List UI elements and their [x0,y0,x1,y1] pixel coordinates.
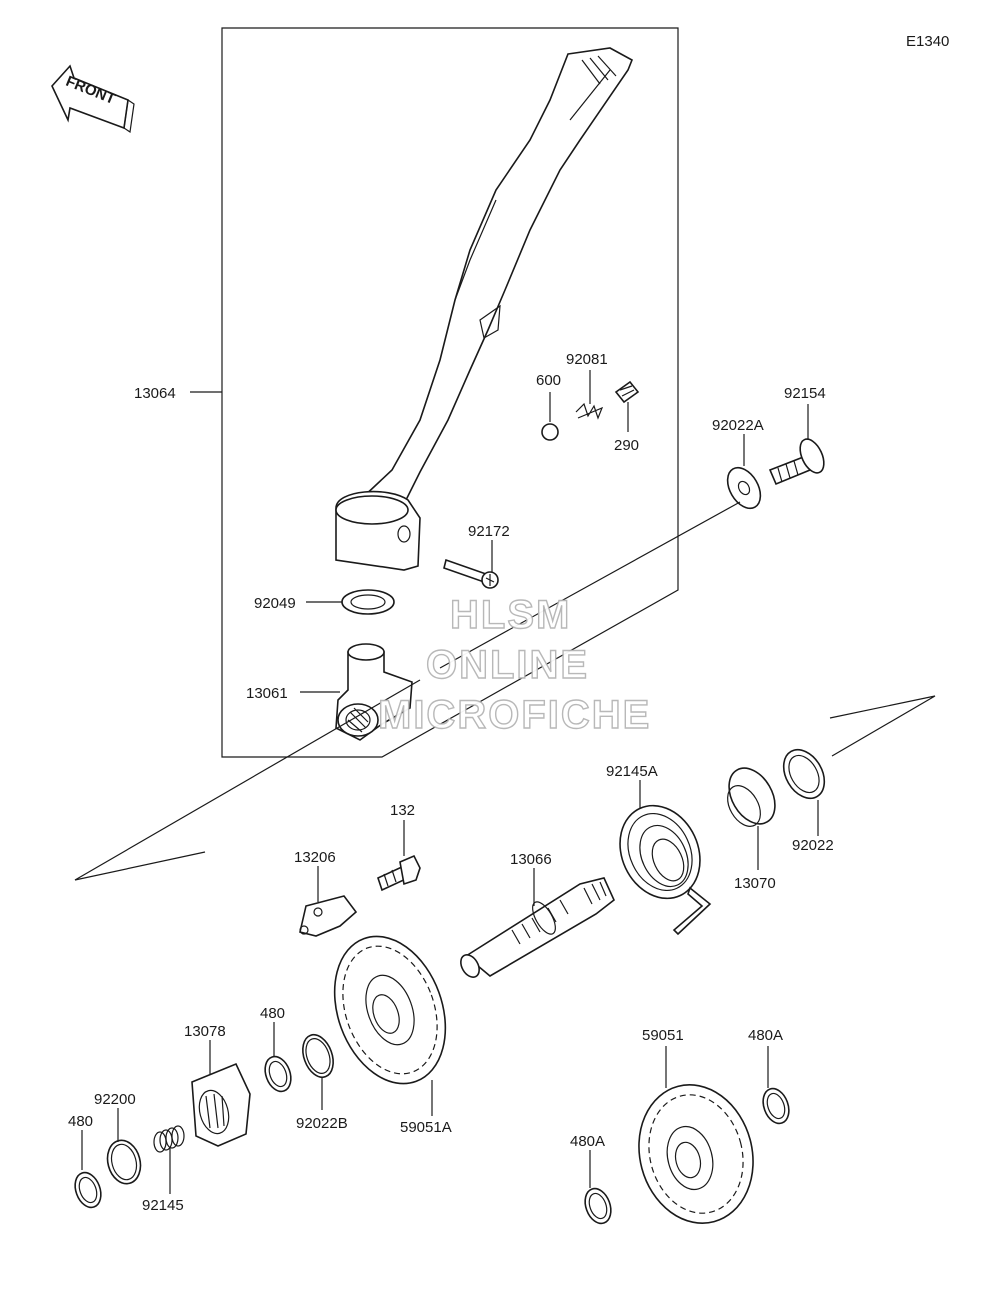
label-92081: 92081 [566,351,608,368]
diagram-code: E1340 [906,33,949,50]
label-600: 600 [536,372,561,389]
washer-92022A [726,466,762,510]
guide-plate-13206 [299,895,358,937]
label-92145A: 92145A [606,763,658,780]
cap-290 [614,380,640,404]
label-13206: 13206 [294,849,336,866]
gear-59051 [638,1084,754,1224]
kick-shaft-13066 [460,877,615,978]
front-arrow-icon: FRONT [51,64,135,134]
kick-spring-92145A [619,804,712,936]
bolt-92154 [768,438,825,486]
label-132: 132 [390,802,415,819]
label-92022B: 92022B [296,1115,348,1132]
label-13078: 13078 [184,1023,226,1040]
circlip-480A-left [584,1187,612,1225]
spring-guide-13070 [727,767,776,827]
label-13061: 13061 [246,685,288,702]
kick-lever-arm [335,47,634,571]
washer-92022 [782,748,826,800]
label-59051: 59051 [642,1027,684,1044]
watermark-line3: MICROFICHE [378,693,651,737]
ratchet-13078 [191,1062,251,1147]
label-480-left: 480 [68,1113,93,1130]
label-92172: 92172 [468,523,510,540]
circlip-480-left [74,1171,102,1209]
spring-92145 [153,1125,185,1153]
leader-lines [81,370,819,1194]
label-92145: 92145 [142,1197,184,1214]
watermark-line1: HLSM [450,593,571,637]
assembly-frame [221,27,679,758]
label-59051A: 59051A [400,1119,452,1136]
circlip-480-top [264,1055,292,1093]
washer-92022B [302,1033,334,1079]
bolt-92172 [443,558,499,589]
label-480A-left: 480A [570,1133,605,1150]
watermark: HLSM ONLINE MICROFICHE [377,592,651,737]
label-92200: 92200 [94,1091,136,1108]
label-480-top: 480 [260,1005,285,1022]
label-92049: 92049 [254,595,296,612]
label-92022: 92022 [792,837,834,854]
label-480A-top: 480A [748,1027,783,1044]
gear-59051A [333,935,447,1085]
label-13070: 13070 [734,875,776,892]
label-92022A: 92022A [712,417,764,434]
label-290: 290 [614,437,639,454]
oil-seal-92049 [341,589,395,615]
circlip-480A-top [762,1087,790,1125]
bolt-132 [377,854,421,892]
label-13066: 13066 [510,851,552,868]
steel-ball [541,423,559,441]
watermark-line2: ONLINE [426,643,589,687]
label-92154: 92154 [784,385,826,402]
washer-92200 [106,1139,142,1185]
spring-92081 [575,402,604,420]
label-13064: 13064 [134,385,176,402]
